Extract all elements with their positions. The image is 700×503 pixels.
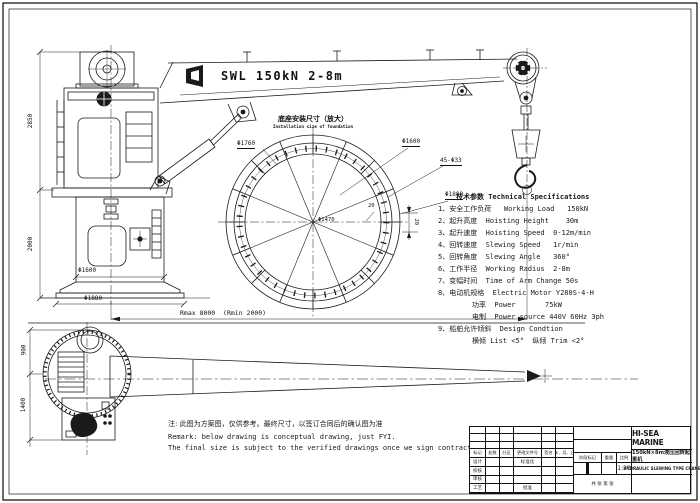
dim-working-radius: Rmax 8000 (Rmin 2000) [180, 309, 267, 317]
spec-power-source: 电制 Power source 440V 60Hz 3ph [472, 313, 605, 321]
dim-1760: Φ1760 [237, 140, 256, 149]
plan-view [26, 322, 638, 455]
specs-heading: 技术参数 Technical Specifications [456, 193, 590, 201]
weight-header: 重量 [602, 453, 617, 462]
scale-value: 1:30 [617, 465, 631, 472]
product-name-cn: 150kN×8m液压回转起重机 [632, 450, 692, 463]
dim-2850: 2850 [27, 113, 35, 129]
foundation-title-en: Installation size of foundation [272, 125, 354, 130]
company-name: HI-SEA MARINE [632, 427, 692, 450]
spec-power: 功率 Power 75kW [472, 301, 562, 309]
spec-hoisting-height: 2、起升高度 Hoisting Height 30m [438, 217, 579, 225]
row-approve: 批准 [514, 484, 542, 493]
title-block: 标记 处数 分区 更改文件号 签名 年、月、日 设计 标准化 校核 审核 工艺 … [469, 426, 700, 494]
dim-bolt-holes: 45-Φ33 [440, 157, 462, 166]
spec-working-radius: 6、工作半径 Working Radius 2-8m [438, 265, 570, 273]
dim-base-1880: Φ1880 [84, 295, 103, 302]
title-block-stage-area: 阶段标记 重量 比例 1:30 共 张 第 张 [574, 427, 632, 493]
note-line-cn: 注: 此图为方案图，仅供参考。最终尺寸，以签订合同后的确认图为准 [168, 420, 383, 428]
foundation-title-cn: 底座安装尺寸（放大） [278, 115, 348, 123]
dim-1470: Φ1470 [318, 217, 335, 223]
spec-working-load: 1、安全工作负荷 Working Load 150kN [438, 205, 589, 213]
sheet-info: 共 张 第 张 [591, 482, 614, 487]
dim-base-1600: Φ1600 [78, 267, 97, 274]
spec-slewing-speed: 4、回转速度 Slewing Speed 1r/min [438, 241, 579, 249]
foundation-view [218, 127, 449, 317]
row-design: 设计 [470, 458, 486, 467]
remark-notes: 注: 此图为方案图，仅供参考。最终尺寸，以签订合同后的确认图为准 Remark:… [168, 420, 472, 457]
product-name-en: HYDRAULIC SLEWING TYPE CRANE [623, 463, 700, 475]
boom-swl-label: SWL 150kN 2-8m [221, 69, 344, 83]
spec-design-condition: 9、船舶允许倾斜 Design Condtion [438, 325, 563, 333]
spec-electric-motor: 8、电动机规格 Electric Motor Y280S-4-H [438, 289, 594, 297]
technical-specifications: 技术参数 Technical Specifications 1、安全工作负荷 W… [438, 191, 604, 347]
revision-header-row: 标记 处数 分区 更改文件号 签名 年、月、日 [470, 449, 573, 458]
spec-list-trim: 横倾 List <5° 纵倾 Trim <2° [472, 337, 585, 345]
rev-header-zone: 分区 [500, 449, 514, 458]
side-view [28, 45, 585, 324]
dim-thickness-20-side: 20 [413, 218, 420, 226]
title-block-revision-area: 标记 处数 分区 更改文件号 签名 年、月、日 设计 标准化 校核 审核 工艺 … [470, 427, 574, 493]
stage-mark-boxes [585, 463, 590, 474]
spec-arm-change-time: 7、变幅时间 Time of Arm Change 50s [438, 277, 579, 285]
dim-1880: Φ1880 [445, 191, 464, 200]
title-block-name-area: HI-SEA MARINE 150kN×8m液压回转起重机 HYDRAULIC … [623, 427, 700, 493]
dim-2000: 2000 [27, 236, 35, 252]
scale-header: 比例 [619, 454, 629, 460]
rev-header-docno: 更改文件号 [514, 449, 542, 458]
rev-header-count: 处数 [486, 449, 500, 458]
weight-value [602, 463, 617, 474]
dim-thickness-20: 20 [368, 203, 375, 209]
rev-header-signature: 签名 [542, 449, 556, 458]
row-check: 校核 [470, 466, 486, 476]
note-line-en2: The final size is subject to the verifie… [168, 444, 472, 453]
spec-slewing-angle: 5、回转角度 Slewing Angle 360° [438, 253, 570, 261]
signature-rows: 设计 标准化 校核 审核 工艺 批准 [470, 458, 573, 493]
note-line-en1: Remark: below drawing is conceptual draw… [168, 432, 396, 441]
dim-1600: Φ1600 [402, 138, 421, 147]
dim-1400: 1400 [20, 397, 28, 413]
spec-hoisting-speed: 3、起升速度 Hoisting Speed 0-12m/min [438, 229, 592, 237]
rev-header-mark: 标记 [470, 449, 486, 458]
row-process: 工艺 [470, 484, 486, 493]
row-audit: 审核 [470, 475, 486, 485]
dim-900: 900 [20, 344, 28, 356]
row-standardization: 标准化 [514, 458, 542, 467]
stage-mark-header: 阶段标记 [574, 453, 602, 462]
rev-header-date: 年、月、日 [556, 449, 573, 458]
